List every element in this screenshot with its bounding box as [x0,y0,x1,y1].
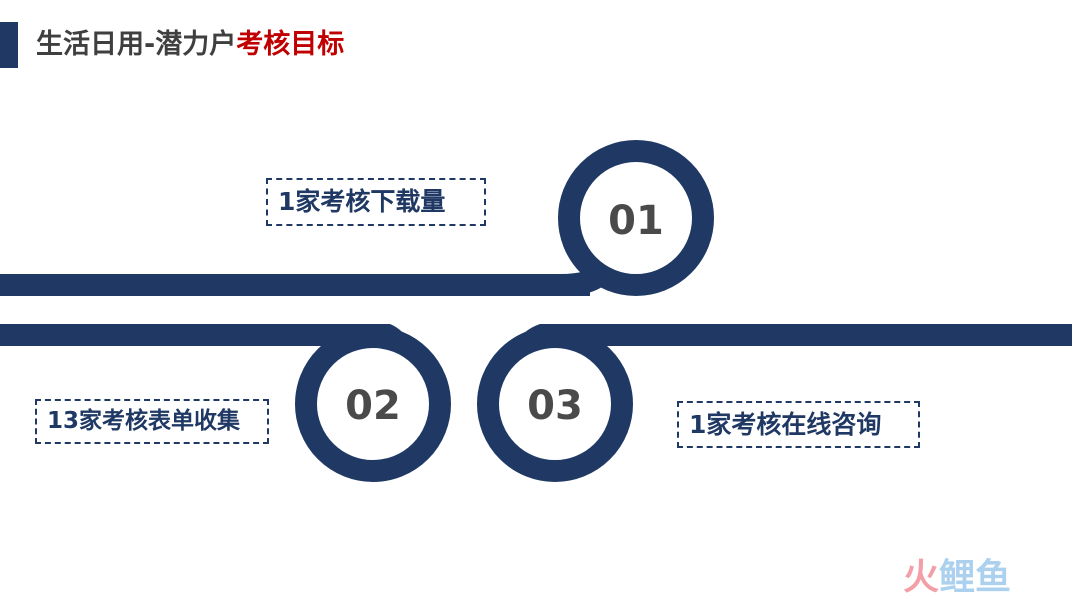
watermark-logo: 火鲤鱼 [903,556,1011,600]
circle-01-connector [560,262,612,296]
top-band [0,274,590,296]
watermark-part2: 鲤鱼 [939,557,1012,598]
step-label-02: 13家考核表单收集 [35,399,269,444]
page-title: 生活日用-潜力户考核目标 [36,26,344,64]
page-title-accent: 考核目标 [236,29,345,60]
page-title-main: 生活日用-潜力户 [36,29,237,60]
watermark-part1: 火 [903,557,940,598]
step-number-02: 02 [345,383,401,429]
title-accent-bar [0,22,18,68]
circle-03-connector [515,324,600,346]
middle-band-left [0,324,360,346]
step-number-03: 03 [527,383,583,429]
circle-02-connector [330,324,410,346]
step-number-01: 01 [608,198,664,244]
step-label-03: 1家考核在线咨询 [677,401,920,448]
circle-01-ring [558,140,714,296]
middle-band-right [540,324,1072,346]
step-label-01: 1家考核下载量 [266,178,486,226]
